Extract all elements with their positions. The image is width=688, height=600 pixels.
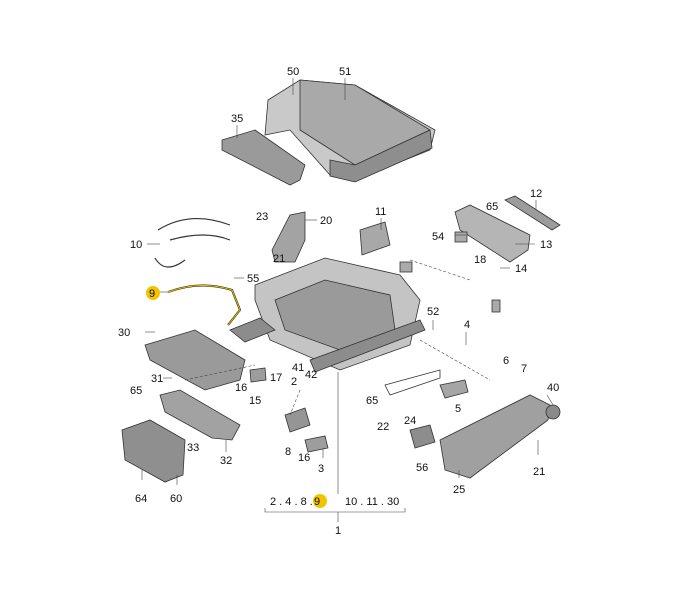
callout-21b: 21 (533, 466, 545, 478)
housing-part-60 (121, 419, 186, 483)
callout-41: 41 (292, 362, 304, 374)
callout-11: 11 (375, 206, 386, 218)
callout-20: 20 (320, 215, 332, 227)
callout-13: 13 (540, 239, 552, 251)
callout-3: 3 (318, 463, 324, 475)
callout-9: 9 (149, 288, 155, 300)
callout-14: 14 (515, 263, 527, 275)
callout-labels: 50 51 35 12 65 11 20 23 21 10 54 13 18 1… (118, 66, 559, 537)
callout-64: 64 (135, 493, 147, 505)
seat-cushion-cover (264, 79, 436, 183)
callout-23: 23 (256, 211, 268, 223)
callout-30: 30 (118, 327, 130, 339)
group-left-highlight-text: 9 (314, 496, 320, 508)
dashed-assembly-lines (184, 259, 491, 416)
small-parts (249, 231, 561, 453)
cover-part-20 (271, 211, 306, 263)
callout-8: 8 (285, 446, 291, 458)
callout-50: 50 (287, 66, 299, 78)
callout-56: 56 (416, 462, 428, 474)
front-cushion-pad (221, 129, 306, 186)
callout-52: 52 (427, 306, 439, 318)
callout-35: 35 (231, 113, 243, 125)
cable-part-9 (167, 284, 242, 326)
callout-4: 4 (464, 319, 470, 331)
callout-16: 16 (235, 382, 247, 394)
callout-65: 65 (486, 201, 498, 213)
leader-lines (141, 78, 554, 485)
callout-5: 5 (455, 403, 461, 415)
callout-40: 40 (547, 382, 559, 394)
callout-24: 24 (404, 415, 416, 427)
panel-part-30 (144, 329, 246, 391)
callout-25: 25 (453, 484, 465, 496)
callout-42: 42 (305, 369, 317, 381)
callout-54: 54 (432, 231, 444, 243)
callout-33: 33 (187, 442, 199, 454)
highlight-marker (313, 494, 327, 508)
group-left-text: 2 . 4 . 8 . (270, 496, 313, 508)
callout-32: 32 (220, 455, 232, 467)
callout-21: 21 (273, 253, 285, 265)
callout-55: 55 (247, 273, 259, 285)
highlight-marker-9 (146, 286, 160, 300)
callout-18: 18 (474, 254, 486, 266)
rail-bracket-part (454, 204, 531, 263)
trim-part-32 (159, 389, 241, 441)
assembly-group-bracket (264, 372, 406, 522)
callout-1: 1 (335, 525, 341, 537)
callout-2: 2 (291, 376, 297, 388)
seat-frame (229, 257, 426, 373)
callout-15: 15 (249, 395, 261, 407)
cable-part-10 (154, 217, 231, 268)
callout-6: 6 (503, 355, 509, 367)
group-right-text: 10 . 11 . 30 (345, 496, 399, 508)
seat-rail-part (504, 195, 561, 231)
callout-10: 10 (130, 239, 142, 251)
callout-17: 17 (270, 372, 282, 384)
side-trim-part-25 (439, 394, 551, 479)
callout-65c: 65 (366, 395, 378, 407)
callout-7: 7 (521, 363, 527, 375)
callout-31: 31 (151, 373, 163, 385)
callout-60: 60 (170, 493, 182, 505)
callout-51: 51 (339, 66, 351, 78)
callout-16b: 16 (298, 452, 310, 464)
callout-12: 12 (530, 188, 542, 200)
callout-65b: 65 (130, 385, 142, 397)
bracket-part-11 (359, 221, 391, 256)
callout-22: 22 (377, 421, 389, 433)
